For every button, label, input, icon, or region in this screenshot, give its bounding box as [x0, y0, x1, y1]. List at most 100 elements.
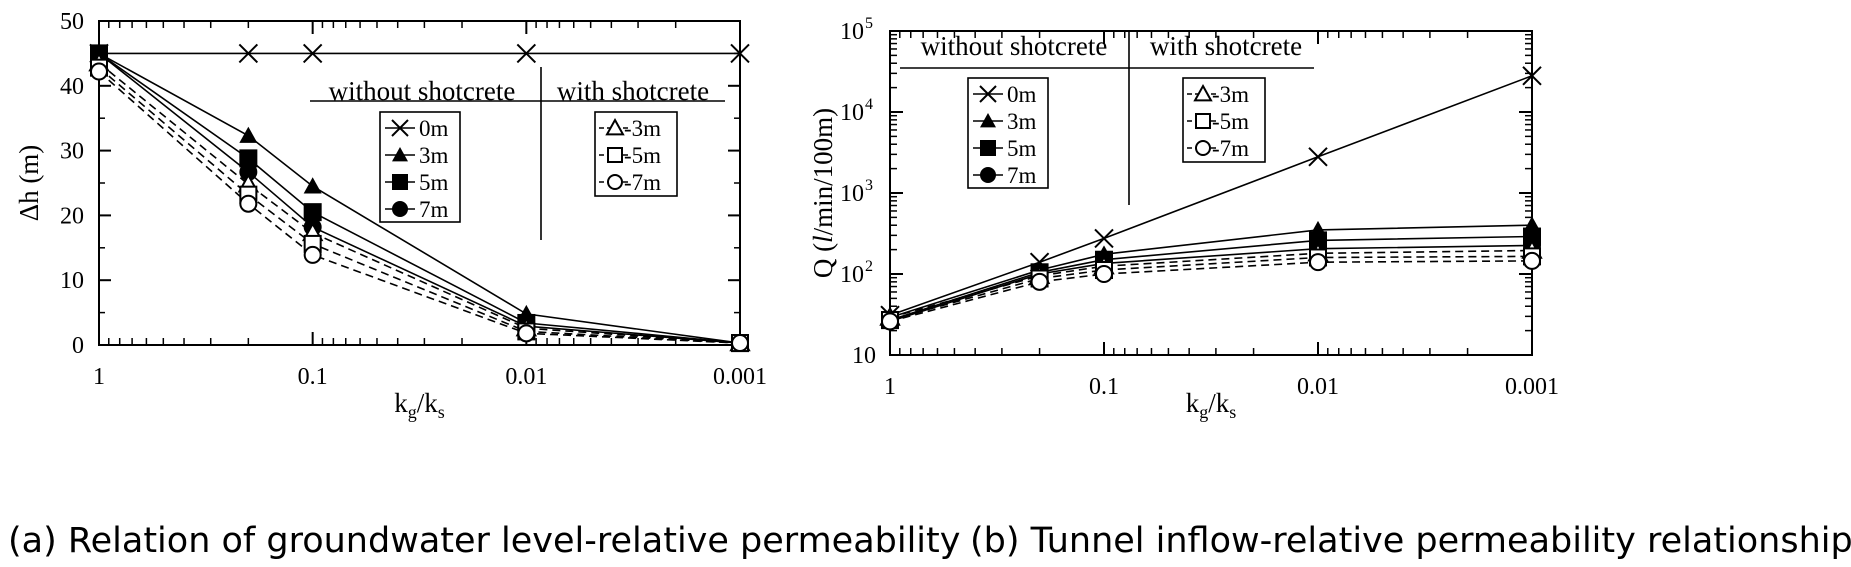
- series-point-a-0: [730, 43, 750, 64]
- legend-marker-a: [607, 174, 623, 190]
- legend-label-b: -3m: [1212, 82, 1249, 107]
- x-tick-label-b: 0.001: [1505, 374, 1559, 400]
- y-axis-label-part-b: Q (: [808, 243, 838, 278]
- x-axis-label-k-b: k: [1186, 388, 1200, 418]
- x-tick-label-a: 0.01: [505, 364, 547, 390]
- legend-title-without-shotcrete-b: without shotcrete: [921, 31, 1108, 61]
- series-point-a-0: [516, 43, 537, 64]
- series-point-b-6: [1095, 265, 1113, 283]
- y-axis-label-b: Q (l/min/100m): [808, 108, 838, 278]
- legend-marker-a: [607, 147, 623, 163]
- y-tick-base-b: 10: [840, 181, 864, 207]
- legend-box-without-shotcrete-b: [967, 77, 1049, 189]
- y-tick-label-a: 40: [60, 74, 84, 100]
- y-axis-label-a: Δh (m): [14, 145, 44, 222]
- x-axis-label-sub-g-b: g: [1199, 402, 1208, 422]
- y-tick-base-b: 10: [840, 19, 864, 45]
- y-axis-label-part-b: /min/100m): [808, 108, 838, 236]
- y-tick-base-b: 10: [840, 262, 864, 288]
- legend-label-b: 7m: [1007, 163, 1037, 188]
- series-point-a-6: [90, 62, 108, 81]
- x-axis-label-slash-a: /k: [417, 388, 439, 418]
- legend-label-a: 0m: [419, 116, 449, 141]
- legend-label-a: -7m: [624, 170, 661, 195]
- x-axis-label-a: kg/ks: [394, 388, 445, 422]
- legend-label-b: 3m: [1007, 109, 1037, 134]
- y-tick-label-a: 10: [60, 268, 84, 294]
- y-tick-exponent-b: 2: [865, 258, 873, 275]
- legend-marker-b: [980, 113, 996, 128]
- x-tick-label-a: 0.001: [713, 364, 767, 390]
- x-tick-label-b: 0.01: [1297, 374, 1339, 400]
- y-tick-label-a: 50: [60, 9, 84, 35]
- series-line-b-5: [889, 255, 1533, 321]
- legend-marker-b: [980, 167, 996, 183]
- series-point-a-6: [303, 245, 322, 264]
- series-point-b-0: [1094, 228, 1114, 249]
- y-tick-exponent-b: 4: [865, 96, 873, 113]
- legend-label-b: 0m: [1007, 82, 1037, 107]
- legend-box-without-shotcrete-a: [379, 111, 461, 223]
- series-point-a-2: [303, 203, 322, 222]
- legend-label-a: 3m: [419, 143, 449, 168]
- series-point-a-1: [303, 177, 322, 194]
- y-tick-label-a: 0: [72, 333, 84, 359]
- legend-label-b: -5m: [1212, 109, 1249, 134]
- legend-marker-b: [980, 140, 996, 156]
- legend-label-a: -5m: [624, 143, 661, 168]
- legend-marker-b: [1193, 83, 1213, 102]
- x-tick-label-a: 1: [93, 364, 105, 390]
- y-tick-label-b: 10: [840, 19, 864, 45]
- x-axis-label-sub-s-a: s: [438, 402, 445, 422]
- series-point-a-2: [239, 149, 258, 168]
- legend-marker-a: [392, 147, 408, 162]
- series-point-b-6: [1523, 251, 1541, 270]
- legend-marker-a: [392, 201, 408, 217]
- series-point-a-6: [239, 194, 258, 213]
- series-point-a-6: [517, 324, 536, 343]
- legend-marker-b: [1195, 113, 1211, 129]
- series-point-b-6: [881, 312, 899, 331]
- legend-title-with-shotcrete-b: with shotcrete: [1150, 31, 1302, 61]
- series-point-a-6: [731, 334, 749, 353]
- series-point-a-0: [238, 43, 259, 64]
- y-tick-base-b: 10: [840, 100, 864, 126]
- caption-a: (a) Relation of groundwater level-relati…: [8, 521, 960, 561]
- x-axis-label-k-a: k: [394, 388, 408, 418]
- legend-label-a: -3m: [624, 116, 661, 141]
- legend-label-a: 5m: [419, 170, 449, 195]
- y-tick-exponent-b: 5: [865, 15, 873, 32]
- legend-marker-a: [392, 174, 408, 190]
- legend-marker-a: [391, 119, 409, 137]
- x-axis-label-sub-g-a: g: [408, 402, 417, 422]
- series-point-b-0: [1308, 147, 1328, 167]
- series-line-b-2: [889, 235, 1533, 321]
- series-line-a-6: [98, 70, 741, 344]
- x-tick-label-a: 0.1: [298, 364, 328, 390]
- y-tick-exponent-b: 3: [865, 177, 873, 194]
- x-axis-label-b: kg/ks: [1186, 388, 1237, 422]
- series-point-b-6: [1309, 253, 1327, 272]
- y-axis-label-part-b: l: [808, 235, 838, 243]
- series-point-b-6: [1030, 272, 1049, 291]
- caption-b: (b) Tunnel inflow-relative permeability …: [970, 521, 1851, 561]
- y-axis-label-text-a: Δh (m): [14, 145, 44, 222]
- x-axis-label-slash-b: /k: [1208, 388, 1230, 418]
- legend-label-b: -7m: [1212, 136, 1249, 161]
- legend-marker-b: [1195, 140, 1211, 156]
- x-tick-label-b: 1: [884, 374, 896, 400]
- y-tick-label-b: 10: [852, 343, 876, 369]
- legend-marker-a: [605, 117, 625, 136]
- series-line-a-4: [98, 62, 741, 344]
- x-axis-label-sub-s-b: s: [1229, 402, 1236, 422]
- legend-label-b: 5m: [1007, 136, 1037, 161]
- series-point-a-3: [239, 162, 258, 181]
- series-point-a-0: [302, 43, 323, 64]
- x-tick-label-b: 0.1: [1089, 374, 1119, 400]
- y-tick-label-b: 10: [840, 181, 864, 207]
- y-tick-label-a: 30: [60, 139, 84, 165]
- y-tick-label-a: 20: [60, 203, 84, 229]
